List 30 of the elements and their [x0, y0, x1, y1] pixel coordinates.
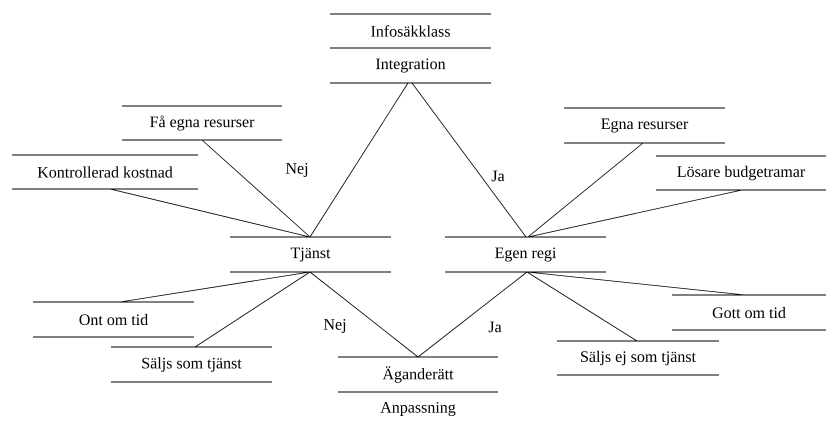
ruled-label: Säljs som tjänst [110, 346, 272, 382]
edge-label: Ja [487, 320, 503, 334]
connector-line [528, 142, 644, 238]
ruled-label: Säljs ej som tjänst [556, 340, 720, 376]
connector-line [418, 272, 528, 358]
connector-line [202, 140, 310, 238]
ruled-label: Infosäkklass [330, 14, 492, 48]
edge-label: Nej [322, 318, 348, 334]
ruled-label: Lösare budgetramar [656, 156, 826, 190]
connector-line [120, 272, 310, 302]
connector-line [194, 272, 310, 348]
ruled-label: Gott om tid [672, 294, 826, 330]
ruled-label: Egna resurser [564, 108, 726, 144]
edge-label: Ja [490, 170, 506, 182]
connector-line [526, 272, 746, 296]
ruled-label: Integration [330, 58, 492, 84]
ruled-label: Tjänst [230, 236, 392, 272]
connector-line [412, 82, 526, 238]
ruled-label: Egen regi [444, 236, 606, 272]
connector-line [310, 272, 418, 358]
connector-line [526, 272, 638, 342]
connector-line [528, 190, 742, 238]
ruled-label: Äganderätt [338, 356, 498, 392]
connector-line [310, 82, 408, 238]
ruled-label: Kontrollerad kostnad [12, 154, 198, 190]
ruled-label: Ont om tid [32, 302, 194, 338]
ruled-label: Anpassning [380, 402, 456, 416]
connector-line [110, 188, 310, 238]
edge-label: Nej [284, 162, 310, 178]
ruled-label: Få egna resurser [122, 106, 282, 140]
